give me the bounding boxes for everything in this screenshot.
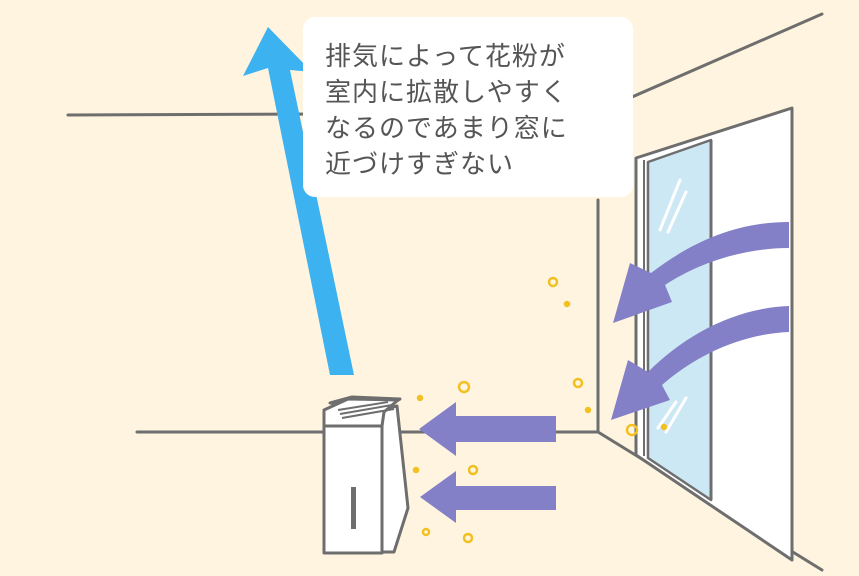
purifier-top [322,397,400,428]
inflow-arrow-middle [611,306,789,420]
left-arrow-icon [419,402,556,523]
bubble-text: 排気によって花粉が 室内に拡散しやすく なるのであまり窓に 近づけすぎない [325,39,568,183]
purifier-indicator [351,487,356,529]
inflow-arrow-top [613,222,789,323]
up-arrow-icon [243,27,354,375]
inflow-arrow-upper [419,402,556,456]
bubble-line-1: 排気によって花粉が [325,42,566,72]
purifier-body [322,424,384,555]
pollen-particle-icon [412,276,668,544]
inflow-arrow-lower [420,471,556,523]
bubble-line-2: 室内に拡散しやすく [325,78,568,108]
glass-glare [656,178,688,434]
air-purifier-icon [322,395,410,555]
left-arrow-icon [611,222,789,420]
purifier-side [379,404,410,554]
speech-bubble: 排気によって花粉が 室内に拡散しやすく なるのであまり窓に 近づけすぎない [303,17,633,197]
ceiling-line-right [630,12,824,99]
bubble-line-4: 近づけすぎない [325,150,515,180]
window-glass [646,138,713,502]
bubble-line-3: なるのであまり窓に [325,114,568,144]
